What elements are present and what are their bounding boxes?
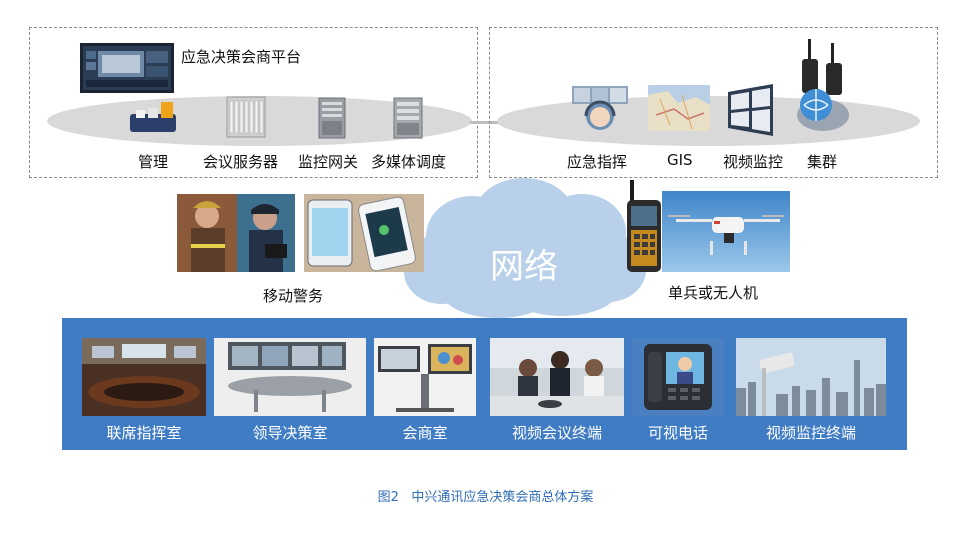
firefighter-police-photo [177, 194, 295, 272]
label-single-soldier-drone: 单兵或无人机 [668, 284, 759, 302]
handheld-terminal-icon [625, 180, 663, 274]
label-gis: GIS [667, 151, 693, 169]
management-console-icon [128, 100, 178, 134]
label-monitor-gateway: 监控网关 [298, 153, 359, 171]
label-emergency-command: 应急指挥 [567, 153, 628, 171]
label-video-phone: 可视电话 [647, 424, 708, 442]
label-conference-server: 会议服务器 [203, 153, 279, 171]
label-management: 管理 [138, 153, 169, 171]
network-label: 网络 [490, 247, 558, 287]
platform-label: 应急决策会商平台 [181, 48, 302, 66]
emergency-command-icon [572, 86, 628, 134]
label-trunking: 集群 [807, 153, 838, 171]
label-leader-decision-room: 领导决策室 [252, 424, 328, 442]
tile-video-conference-terminal [490, 338, 624, 416]
monitor-gateway-icon [318, 97, 346, 139]
label-consultation-room: 会商室 [402, 424, 448, 442]
video-wall-icon [728, 84, 773, 136]
platform-group-box [29, 27, 478, 178]
platform-screen-image [80, 43, 174, 93]
dispatch-group-box [489, 27, 938, 178]
tile-video-surveillance-terminal [736, 338, 886, 416]
tile-consultation-room [374, 338, 476, 416]
label-video-conference-terminal: 视频会议终端 [511, 424, 602, 442]
multimedia-dispatch-icon [393, 97, 423, 139]
group-connector-line [470, 121, 502, 124]
tile-leader-decision-room [214, 338, 366, 416]
label-video-surveillance: 视频监控 [723, 153, 784, 171]
tile-video-phone [632, 338, 724, 416]
trunking-radio-icon [796, 39, 850, 135]
drone-photo [662, 191, 790, 272]
label-mobile-police: 移动警务 [263, 287, 324, 305]
mobile-phone-photo [304, 194, 424, 272]
conference-server-icon [226, 96, 266, 138]
figure-caption: 图2 中兴通讯应急决策会商总体方案 [377, 490, 594, 505]
gis-map-icon [648, 85, 710, 131]
label-multimedia-dispatch: 多媒体调度 [371, 153, 447, 171]
tile-joint-command-room [82, 338, 206, 416]
label-joint-command-room: 联席指挥室 [106, 424, 182, 442]
terminal-panel: 联席指挥室 领导决策室 会商室 视频会议终端 可视电话 视频监控终端 [62, 318, 907, 450]
network-cloud-icon [402, 176, 650, 318]
label-video-surveillance-terminal: 视频监控终端 [765, 424, 856, 442]
